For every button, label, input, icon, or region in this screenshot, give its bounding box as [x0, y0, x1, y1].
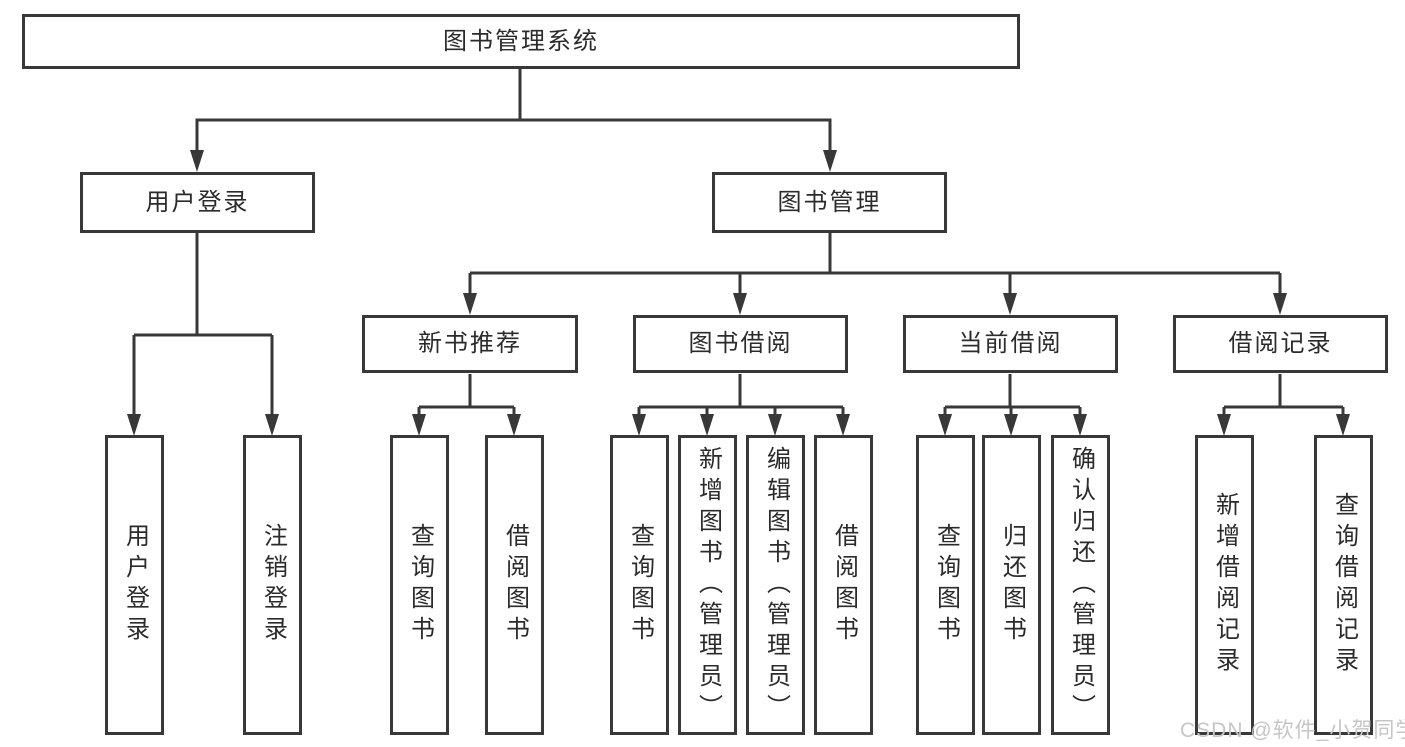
leaf-label: 确认归还（管理员）	[1067, 445, 1095, 725]
node-label: 图书借阅	[688, 330, 793, 357]
leaf-label: 查询图书	[626, 523, 654, 647]
node-user-login: 用户登录	[80, 172, 315, 233]
leaf-borrow-books-borrowing: 借阅图书	[814, 435, 873, 735]
leaf-logout: 注销登录	[243, 435, 302, 735]
node-label: 新书推荐	[418, 330, 522, 357]
node-label: 当前借阅	[958, 330, 1063, 357]
node-new-book-recommendation: 新书推荐	[362, 315, 578, 373]
node-label: 用户登录	[145, 188, 250, 216]
node-label: 图书管理系统	[443, 27, 599, 55]
leaf-query-books-borrowing: 查询图书	[610, 435, 669, 735]
leaf-label: 查询借阅记录	[1330, 492, 1358, 678]
leaf-user-login: 用户登录	[105, 435, 164, 735]
node-book-management: 图书管理	[712, 172, 947, 233]
leaf-label: 编辑图书（管理员）	[762, 445, 790, 725]
leaf-label: 借阅图书	[830, 523, 858, 647]
node-label: 图书管理	[777, 188, 882, 216]
leaf-edit-books-admin: 编辑图书（管理员）	[746, 435, 805, 735]
leaf-label: 查询图书	[932, 523, 960, 647]
leaf-query-borrow-record: 查询借阅记录	[1314, 435, 1373, 735]
leaf-label: 注销登录	[259, 523, 287, 647]
node-book-borrowing: 图书借阅	[633, 315, 848, 373]
leaf-label: 查询图书	[406, 523, 434, 647]
leaf-label: 用户登录	[121, 523, 149, 647]
arrowheads	[127, 150, 1350, 436]
node-borrowing-records: 借阅记录	[1173, 315, 1388, 373]
node-current-borrowing: 当前借阅	[903, 315, 1118, 373]
node-label: 借阅记录	[1228, 330, 1333, 357]
leaf-label: 归还图书	[998, 523, 1026, 647]
leaf-borrow-books-recommend: 借阅图书	[485, 435, 544, 735]
node-library-management-system: 图书管理系统	[22, 14, 1020, 69]
leaf-query-books-recommend: 查询图书	[390, 435, 449, 735]
leaf-label: 新增借阅记录	[1211, 492, 1239, 678]
leaf-query-books-current: 查询图书	[916, 435, 975, 735]
leaf-label: 借阅图书	[501, 523, 529, 647]
leaf-add-borrow-record: 新增借阅记录	[1195, 435, 1254, 735]
csdn-watermark: CSDN @软件_小贺同学	[1180, 719, 1405, 742]
leaf-add-books-admin: 新增图书（管理员）	[678, 435, 737, 735]
leaf-label: 新增图书（管理员）	[694, 445, 722, 725]
leaf-confirm-return-admin: 确认归还（管理员）	[1051, 435, 1110, 735]
leaf-return-books: 归还图书	[982, 435, 1041, 735]
